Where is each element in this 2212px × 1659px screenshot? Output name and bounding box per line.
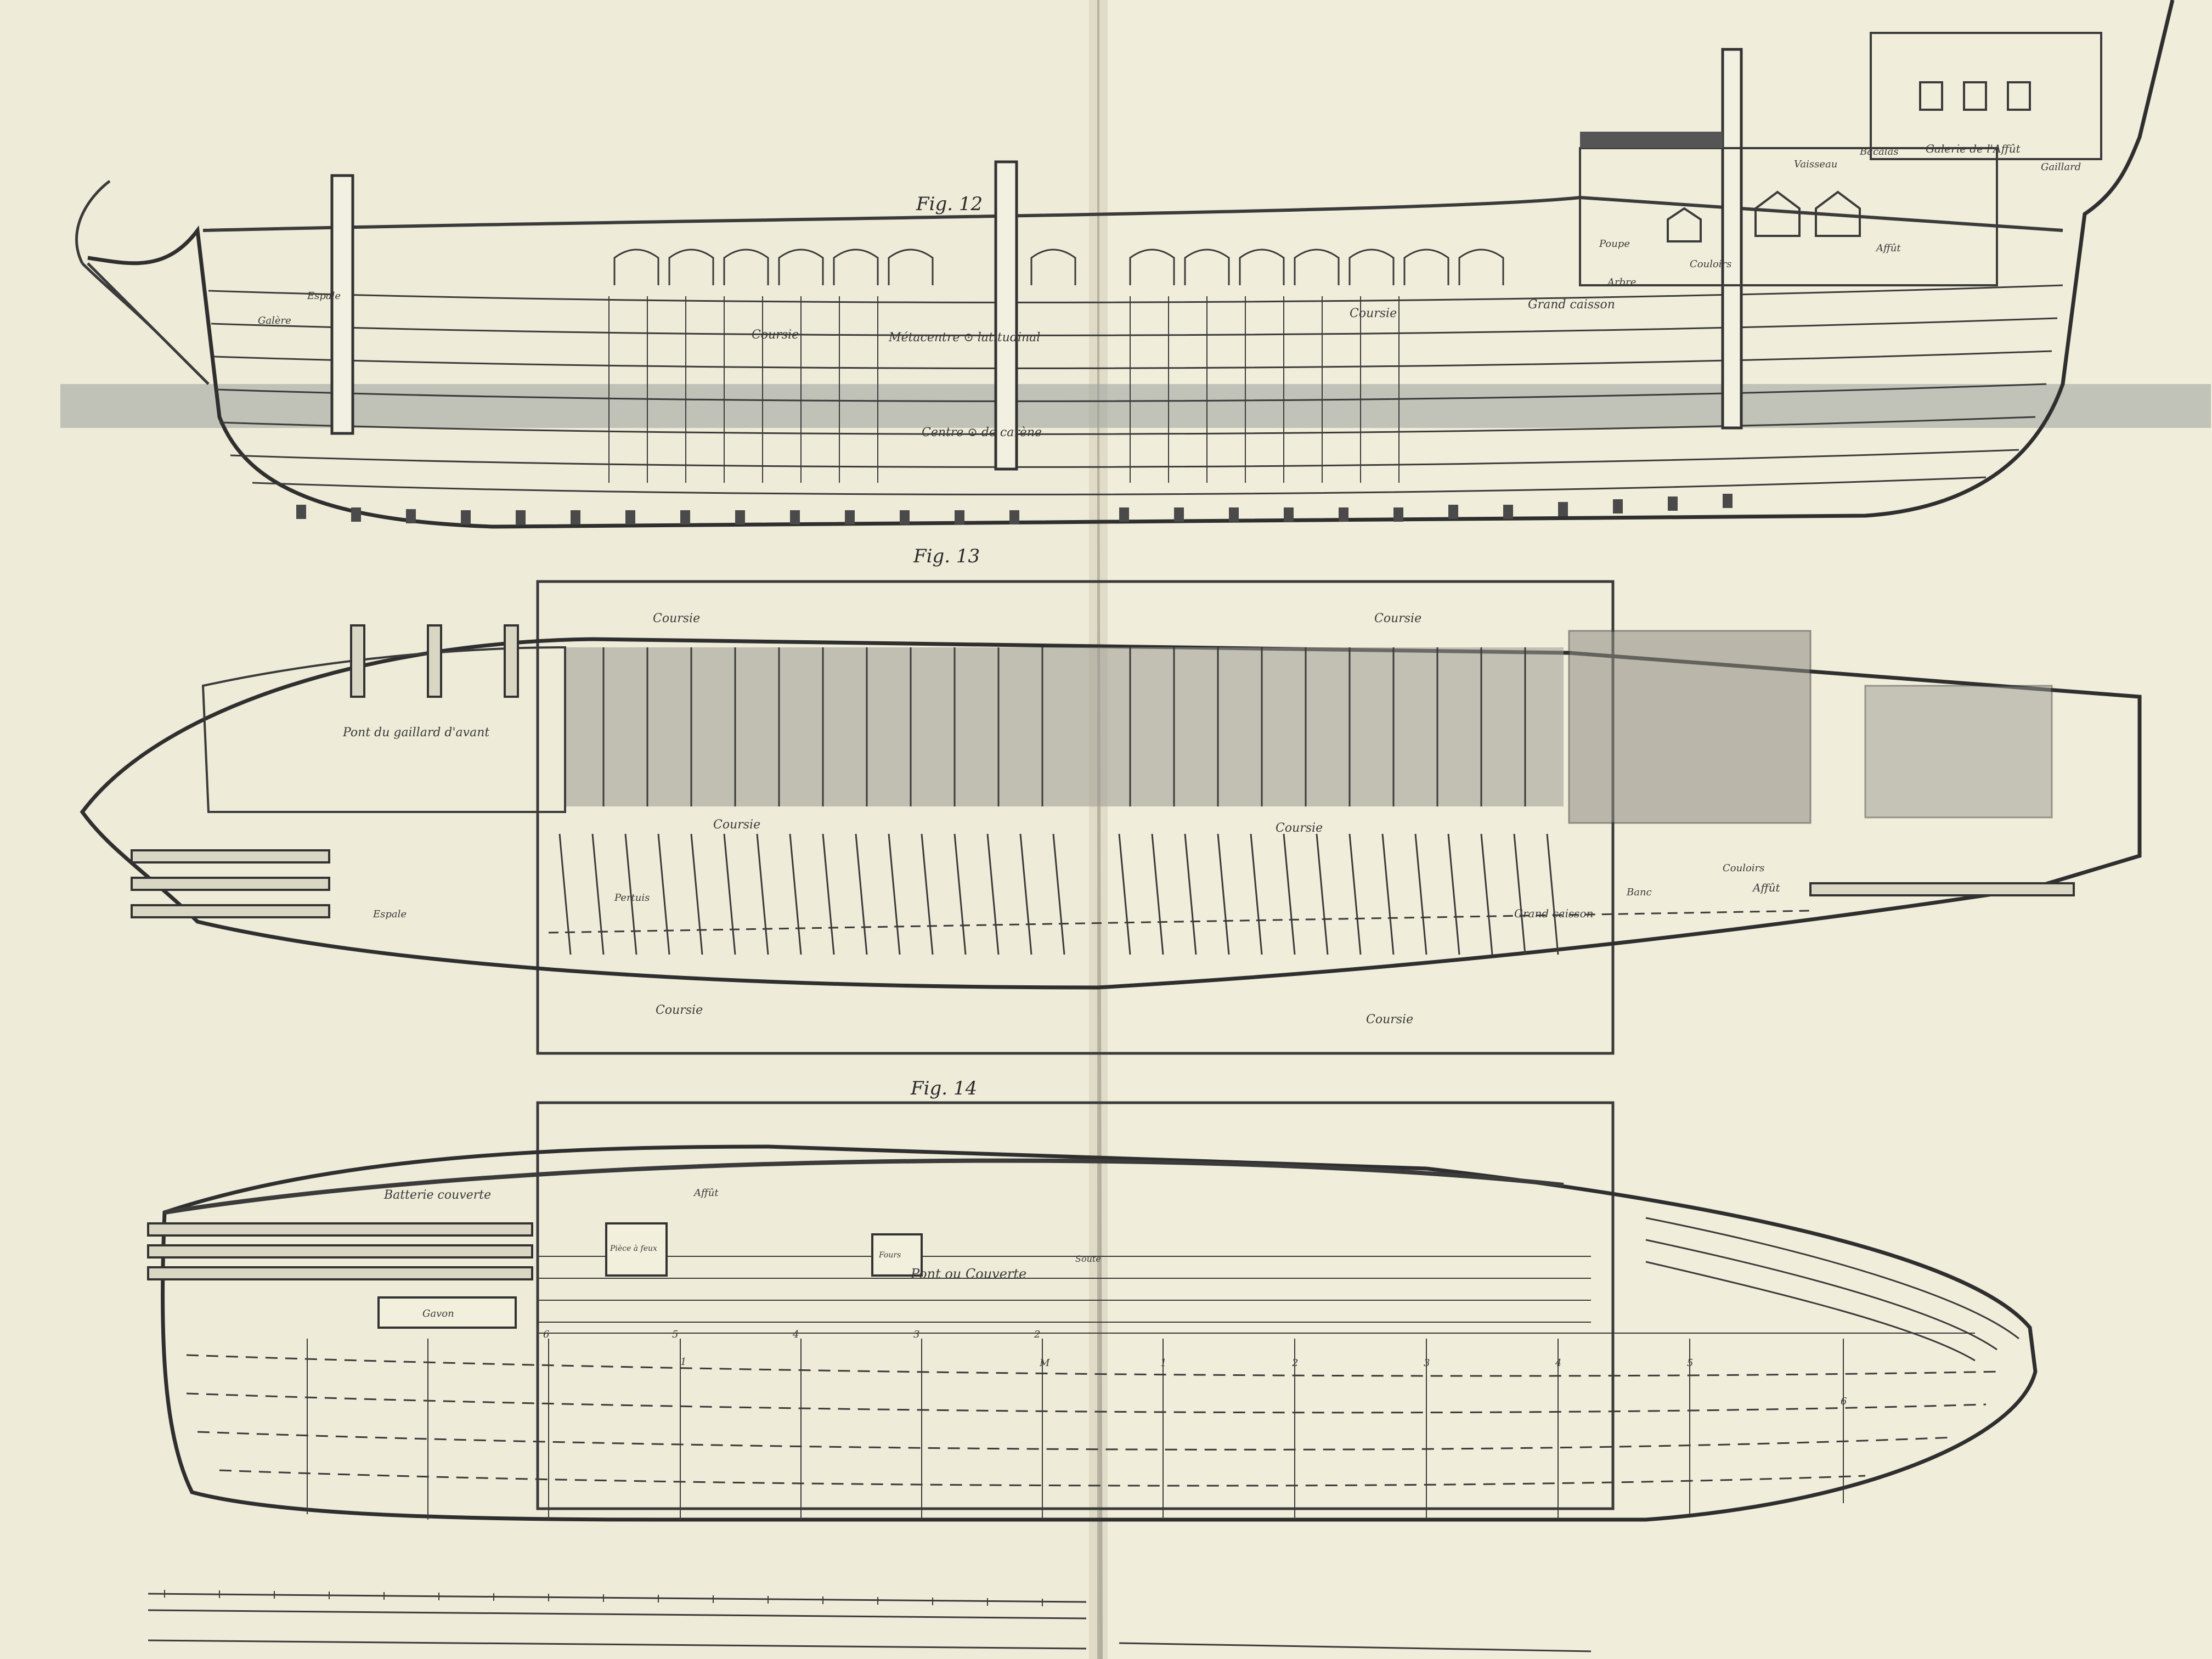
station-right-1: 1 — [1160, 1357, 1166, 1369]
fig14-label-affut: Affût — [693, 1187, 719, 1199]
station-left-2: 2 — [1034, 1329, 1040, 1340]
station-right-4: 4 — [1555, 1357, 1561, 1369]
fig14-label-pont: Pont ou Couverte — [910, 1266, 1026, 1282]
fig12-label-poupe: Poupe — [1599, 238, 1630, 250]
fig14-stern-lines — [1645, 1217, 2019, 1362]
fig12-hull-outline — [87, 0, 2175, 529]
fig13-benches — [558, 833, 1559, 955]
fig13-label-coursie-2: Coursie — [1374, 612, 1421, 625]
fig12-label-couloirs: Couloirs — [1690, 258, 1731, 270]
fig14-label-sign3: Soute — [1075, 1254, 1101, 1264]
fig14-label-sign1: Pièce à feux — [610, 1244, 657, 1253]
fig14-deck-planks — [538, 1256, 1975, 1334]
station-left-3: 3 — [913, 1329, 919, 1340]
fig12-label-grand-caisson: Grand caisson — [1528, 298, 1615, 312]
station-right-6: 6 — [1841, 1396, 1847, 1407]
fig13-label-coursie-1: Coursie — [653, 612, 700, 625]
fig12-bench-arches — [613, 249, 1504, 285]
fig14-label-batterie: Batterie couverte — [383, 1188, 491, 1202]
figure-13-deck-plan: Fig. 13 Coursie Coursie Coursie Coursie … — [80, 545, 2142, 1055]
station-left-m: M — [1039, 1357, 1050, 1369]
station-right-2: 2 — [1291, 1357, 1298, 1369]
fig13-cannons — [131, 624, 2075, 918]
fig13-forecastle-deck — [201, 646, 566, 813]
fig12-sterncastle — [1579, 32, 2102, 286]
fig13-label-coursie-3: Coursie — [713, 818, 760, 832]
fig13-label-affut: Affût — [1752, 881, 1780, 894]
fig13-title: Fig. 13 — [913, 545, 980, 567]
fig13-label-grand-caisson: Grand caisson — [1514, 907, 1593, 920]
fig14-waterlines — [186, 1354, 2003, 1487]
fig12-title: Fig. 12 — [916, 193, 983, 215]
fig12-planking — [208, 284, 2063, 495]
fig13-label-pertuis: Pertuis — [614, 892, 650, 904]
fig13-label-coursie-4: Coursie — [1276, 821, 1323, 835]
fig12-label-vaisseau: Vaisseau — [1794, 159, 1837, 170]
fig12-label-galere: Galère — [258, 315, 291, 326]
fig14-cannons — [147, 1222, 533, 1280]
figure-14-lower-deck: Fig. 14 Batterie couverte Pont ou Couver… — [147, 1077, 2038, 1522]
mainmast — [994, 160, 1018, 471]
fig12-label-coursie-2: Coursie — [1350, 307, 1397, 320]
station-right-3: 3 — [1424, 1357, 1430, 1369]
waterline-band — [60, 384, 2211, 428]
fig14-title: Fig. 14 — [910, 1077, 977, 1099]
fig13-label-coursie-6: Coursie — [1366, 1013, 1413, 1026]
fig12-label-espale: Espale — [307, 290, 341, 302]
fig12-oar-ports — [296, 494, 1733, 524]
mizzenmast — [1721, 48, 1743, 430]
station-left-5: 5 — [672, 1329, 678, 1340]
fig12-label-gaillard: Gaillard — [2041, 161, 2081, 173]
fig12-bowsprit-prow — [75, 180, 210, 385]
fig13-label-couloirs: Couloirs — [1723, 862, 1764, 874]
fig12-label-galerie: Galerie de l'Affût — [1926, 142, 2021, 155]
fig12-label-metacentre: Métacentre ⊙ latitudinal — [888, 331, 1040, 345]
scale-bars — [148, 1590, 1592, 1652]
fig14-gavon-box — [377, 1296, 517, 1329]
fig14-label-sign2: Fours — [878, 1251, 901, 1260]
fig14-outer-frame — [536, 1101, 1615, 1510]
fig12-masts — [330, 48, 1743, 471]
fig12-label-coursie-1: Coursie — [752, 328, 799, 342]
fig13-label-pont: Pont du gaillard d'avant — [342, 726, 489, 740]
fig13-label-banc: Banc — [1626, 887, 1652, 898]
fig14-sheer — [164, 1158, 1564, 1215]
fig14-sign-2 — [871, 1233, 923, 1277]
fig13-label-espale: Espale — [373, 909, 407, 920]
fig13-hull-outline — [80, 637, 2142, 990]
fig13-keel-line — [548, 910, 1811, 934]
fig13-label-coursie-5: Coursie — [656, 1003, 703, 1017]
fig12-frames — [608, 296, 1400, 483]
fig12-label-arbre: Arbre — [1606, 276, 1636, 288]
fig13-stern-grating — [1864, 685, 2053, 819]
station-left-4: 4 — [792, 1329, 799, 1340]
station-left-1: 1 — [680, 1356, 686, 1368]
fig12-label-bacalas: Bacalas — [1859, 146, 1899, 157]
station-left-6: 6 — [543, 1329, 549, 1340]
figure-12-elevation: Fig. 12 Coursie Coursie Métacentre ⊙ lat… — [60, 0, 2211, 529]
fig14-sign-1 — [605, 1222, 668, 1277]
fig14-hull-outline — [161, 1144, 2038, 1522]
fig13-stern-hatch — [1568, 630, 1812, 824]
fig12-label-affut: Affût — [1875, 242, 1901, 254]
foremast — [330, 174, 354, 435]
station-right-5: 5 — [1687, 1357, 1693, 1369]
fig12-sheer-line — [202, 195, 2063, 232]
fig13-grating — [565, 647, 1564, 806]
fig14-station-numbers: 6 5 4 3 2 1 M 1 2 3 4 5 6 — [543, 1329, 1847, 1407]
fig12-label-centre: Centre ⊙ de carène — [922, 426, 1042, 439]
fig14-label-gavon: Gavon — [422, 1308, 454, 1319]
fig14-station-lines — [307, 1339, 1844, 1520]
